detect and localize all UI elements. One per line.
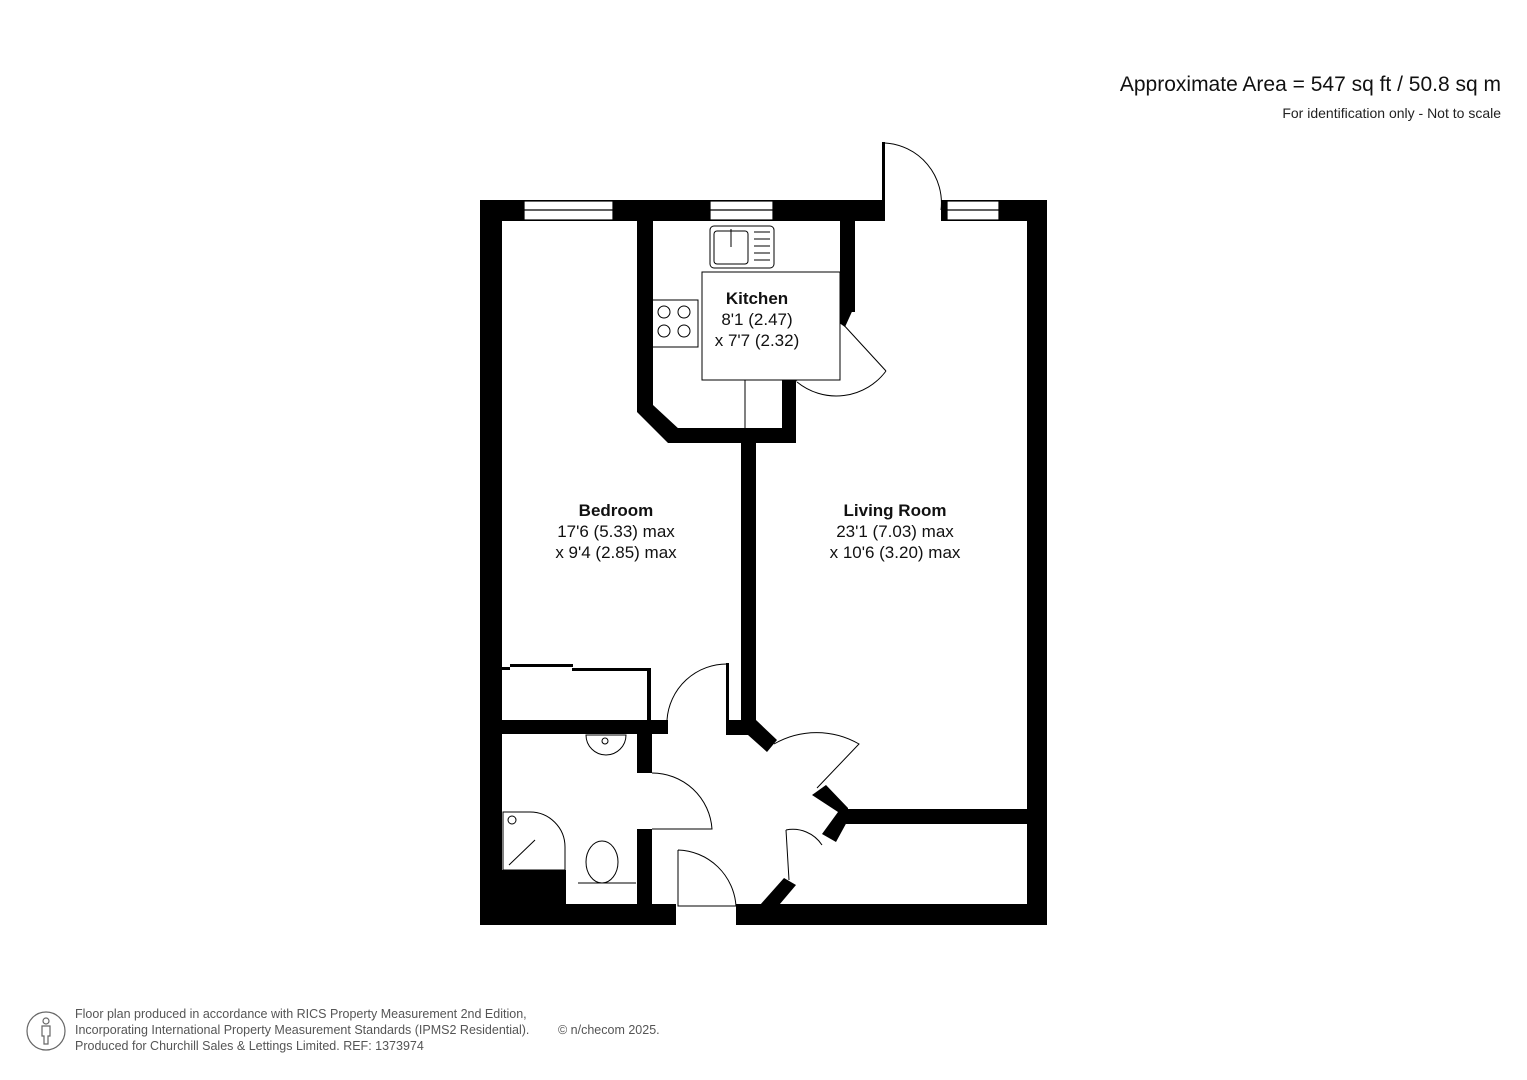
- hob-icon: [651, 299, 699, 348]
- footer-line-2: Incorporating International Property Mea…: [75, 1023, 530, 1037]
- footer-line-3: Produced for Churchill Sales & Lettings …: [75, 1039, 424, 1053]
- person-measure-icon: [26, 1011, 66, 1051]
- room-label-kitchen: Kitchen 8'1 (2.47) x 7'7 (2.32): [715, 288, 800, 351]
- kitchen-fittings: [651, 225, 841, 430]
- sink-icon: [709, 225, 775, 269]
- windows: [523, 200, 1000, 221]
- room-name: Kitchen: [725, 289, 789, 308]
- room-dim: x 9'4 (2.85) max: [555, 543, 677, 562]
- door-swings: [651, 142, 942, 907]
- footer-line-1: Floor plan produced in accordance with R…: [75, 1007, 527, 1021]
- front-door-swing: [677, 849, 737, 907]
- kitchen-door-swing: [796, 321, 887, 397]
- room-dim: 23'1 (7.03) max: [836, 522, 954, 541]
- copyright: © n/checom 2025.: [558, 1023, 660, 1037]
- room-dim: x 10'6 (3.20) max: [829, 543, 961, 562]
- hall-bedroom-door-swing: [666, 663, 729, 721]
- basin-icon: [585, 734, 627, 756]
- living-door-swing: [773, 732, 860, 789]
- kitchen-counter: [701, 271, 841, 381]
- room-name: Bedroom: [578, 501, 654, 520]
- footer-notes: Floor plan produced in accordance with R…: [75, 1006, 660, 1054]
- room-label-living-room: Living Room 23'1 (7.03) max x 10'6 (3.20…: [830, 500, 961, 563]
- room-dim: 17'6 (5.33) max: [557, 522, 675, 541]
- shower-icon: [502, 811, 566, 871]
- store-door-swing: [785, 828, 823, 881]
- room-dim: x 7'7 (2.32): [714, 331, 800, 350]
- room-dim: 8'1 (2.47): [721, 310, 793, 329]
- scale-disclaimer: For identification only - Not to scale: [1282, 105, 1501, 121]
- entrance-door-swing: [884, 142, 942, 211]
- bath-door-swing: [651, 772, 713, 830]
- room-name: Living Room: [843, 501, 947, 520]
- room-label-bedroom: Bedroom 17'6 (5.33) max x 9'4 (2.85) max: [555, 500, 676, 563]
- bathroom-fittings: [502, 734, 636, 884]
- approximate-area: Approximate Area = 547 sq ft / 50.8 sq m: [1119, 73, 1501, 96]
- toilet-icon: [585, 840, 619, 884]
